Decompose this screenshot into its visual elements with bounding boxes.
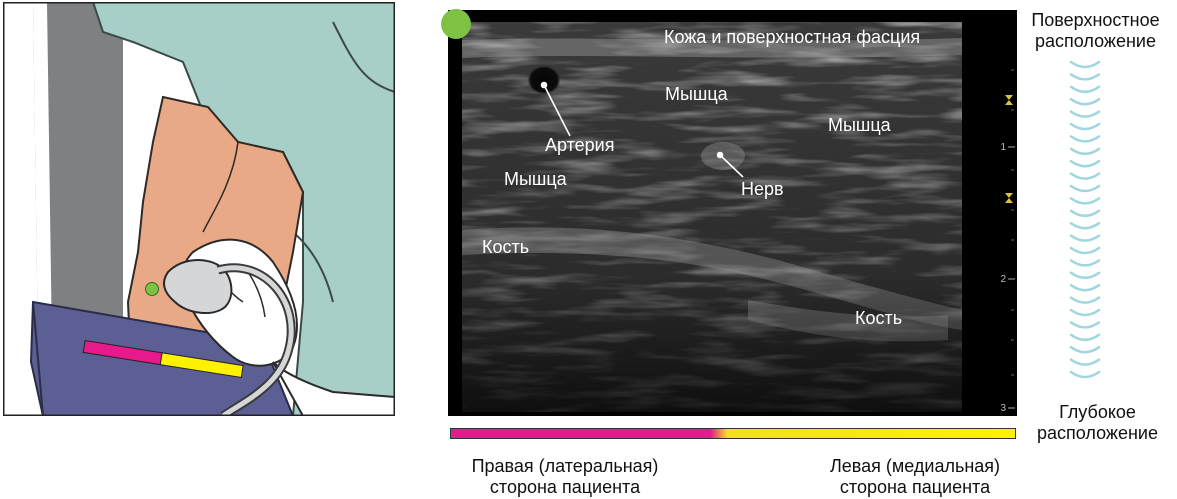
depth-wave-arc [1071, 298, 1099, 303]
depth-wave-arc [1071, 174, 1099, 179]
lateral-medial-color-bar [450, 428, 1016, 439]
depth-wave-arc [1071, 360, 1099, 365]
probe-placement-illustration [3, 2, 395, 416]
green-orientation-dot [440, 8, 472, 40]
label-bone-left: Кость [482, 238, 529, 256]
depth-wave-arc [1071, 211, 1099, 216]
depth-wave-arc [1071, 347, 1099, 352]
depth-wave-arc [1071, 124, 1099, 129]
scan-region [462, 22, 962, 412]
depth-wave-arc [1071, 248, 1099, 253]
green-orientation-marker [146, 283, 159, 296]
label-artery: Артерия [545, 136, 615, 154]
depth-wave-arc [1071, 161, 1099, 166]
label-nerve: Нерв [741, 180, 784, 198]
depth-wave-arc [1071, 99, 1099, 104]
depth-wave-arc [1071, 136, 1099, 141]
right-side-line2: сторона пациента [440, 477, 690, 498]
depth-wave-arc [1071, 149, 1099, 154]
deep-line1: Глубокое [1018, 402, 1177, 423]
label-muscle-top: Мышца [665, 85, 728, 103]
depth-wave-arc [1071, 112, 1099, 117]
left-side-line2: сторона пациента [790, 477, 1040, 498]
depth-wave-arc [1071, 260, 1099, 265]
depth-tick-1: 1 [1000, 142, 1006, 153]
superficial-line1: Поверхностное [1014, 10, 1177, 31]
depth-wave-arc [1071, 372, 1099, 377]
depth-wave-arc [1071, 223, 1099, 228]
right-lateral-side-label: Правая (латеральная) сторона пациента [440, 456, 690, 498]
depth-wave-arc [1071, 273, 1099, 278]
depth-wave-arc [1071, 186, 1099, 191]
label-muscle-right: Мышца [828, 116, 891, 134]
superficial-label: Поверхностное расположение [1014, 10, 1177, 52]
right-side-line1: Правая (латеральная) [440, 456, 690, 477]
artery-lumen [527, 65, 561, 95]
depth-scale: 1 2 3 [962, 10, 1017, 416]
label-muscle-left: Мышца [504, 170, 567, 188]
deep-label: Глубокое расположение [1018, 402, 1177, 444]
depth-tick-2: 2 [1000, 274, 1006, 285]
label-skin-fascia: Кожа и поверхностная фасция [664, 28, 920, 46]
superficial-line2: расположение [1014, 31, 1177, 52]
depth-wave-arc [1071, 62, 1099, 67]
depth-wave-arc [1071, 310, 1099, 315]
depth-wave-arc [1071, 285, 1099, 290]
depth-wave-indicator [1068, 58, 1102, 388]
label-bone-right: Кость [855, 309, 902, 327]
deep-line2: расположение [1018, 423, 1177, 444]
depth-wave-arc [1071, 236, 1099, 241]
left-side-line1: Левая (медиальная) [790, 456, 1040, 477]
depth-tick-3: 3 [1000, 403, 1006, 414]
depth-wave-arc [1071, 74, 1099, 79]
ultrasound-image: 1 2 3 [448, 10, 1017, 416]
depth-wave-arc [1071, 87, 1099, 92]
depth-wave-arc [1071, 198, 1099, 203]
depth-wave-arc [1071, 335, 1099, 340]
left-medial-side-label: Левая (медиальная) сторона пациента [790, 456, 1040, 498]
depth-wave-arc [1071, 322, 1099, 327]
